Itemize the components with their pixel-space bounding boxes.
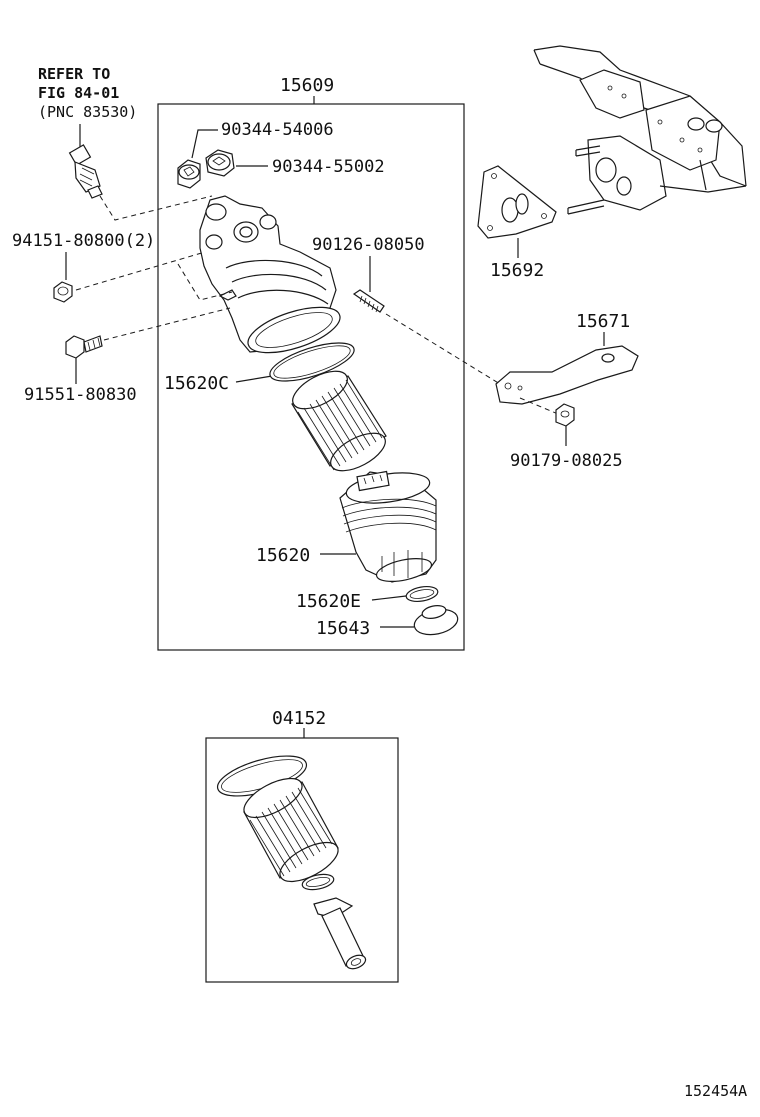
refer-note[interactable]: REFER TO FIG 84-01 (PNC 83530)	[38, 65, 137, 121]
o-ring-15620C-drawing	[269, 342, 355, 382]
leader-nut	[75, 251, 233, 301]
plug-90344-54006-drawing	[177, 159, 201, 189]
part-label-15620E[interactable]: 15620E	[296, 591, 361, 612]
part-label-94151-80800[interactable]: 94151-80800(2)	[12, 231, 155, 251]
leader-sensor	[99, 195, 213, 221]
assembly-frame-15609	[157, 103, 465, 651]
o-ring-15620E-drawing	[405, 585, 439, 603]
part-label-90344-54006[interactable]: 90344-54006	[221, 120, 334, 140]
diagram-id: 152454A	[684, 1082, 747, 1100]
refer-note-line3: (PNC 83530)	[38, 103, 137, 121]
part-label-15609[interactable]: 15609	[280, 75, 334, 96]
part-label-91551-80830[interactable]: 91551-80830	[24, 385, 137, 405]
part-label-04152[interactable]: 04152	[272, 708, 326, 729]
stud-90126-drawing	[352, 289, 385, 313]
part-label-90344-55002[interactable]: 90344-55002	[272, 157, 385, 177]
leader-stud	[385, 313, 501, 385]
refer-note-line1: REFER TO	[38, 65, 110, 83]
gasket-15692-drawing	[477, 165, 557, 239]
leader-bolt	[103, 307, 231, 341]
bracket-15671-drawing	[495, 345, 639, 405]
part-label-15643[interactable]: 15643	[316, 618, 370, 639]
nut-94151-drawing	[53, 281, 73, 303]
part-label-15620C[interactable]: 15620C	[164, 373, 229, 394]
small-o-ring-kit-drawing	[301, 873, 335, 891]
part-label-90126-08050[interactable]: 90126-08050	[312, 235, 425, 255]
refer-note-line2: FIG 84-01	[38, 84, 119, 102]
part-label-15620[interactable]: 15620	[256, 545, 310, 566]
oil-filter-housing-drawing	[199, 195, 341, 354]
drain-plug-15643-drawing	[413, 605, 459, 636]
engine-block-drawing	[533, 45, 747, 215]
bolt-91551-drawing	[65, 335, 103, 359]
kit-frame-04152	[205, 737, 399, 983]
filter-element-drawing	[291, 370, 387, 472]
plug-90344-55002-drawing	[205, 149, 235, 177]
oil-pressure-switch-drawing	[68, 124, 103, 199]
part-label-15671[interactable]: 15671	[576, 311, 630, 332]
pipe-kit-drawing	[313, 897, 367, 970]
filter-element-kit-drawing	[243, 777, 339, 883]
part-label-15692[interactable]: 15692	[490, 260, 544, 281]
part-label-90179-08025[interactable]: 90179-08025	[510, 451, 623, 471]
filter-cap-15620-drawing	[339, 470, 437, 583]
nut-90179-drawing	[555, 403, 575, 427]
